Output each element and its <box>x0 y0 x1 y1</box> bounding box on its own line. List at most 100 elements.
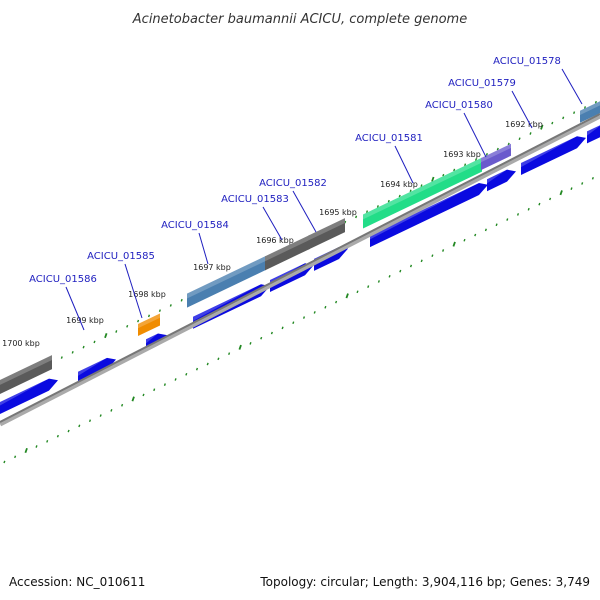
feature-gray-body <box>265 234 310 271</box>
ruler-tick <box>549 197 552 201</box>
feature-steelblue-body <box>580 101 600 123</box>
kbp-label: 1700 kbp <box>2 339 40 348</box>
ruler-tick <box>496 147 499 151</box>
ruler-tick <box>142 393 145 397</box>
feature-gray[interactable] <box>0 355 52 399</box>
gene-label[interactable]: ACICU_01585 <box>87 251 155 262</box>
gene-label[interactable]: ACICU_01583 <box>221 194 289 205</box>
feature-gray-highlight <box>265 234 310 262</box>
ruler-tick <box>46 440 49 443</box>
ruler-tick <box>185 372 188 376</box>
ruler-tick <box>452 241 456 247</box>
gene-leader-line <box>124 263 143 319</box>
gene-label[interactable]: ACICU_01580 <box>425 100 493 111</box>
cds-arrow-highlight <box>146 329 158 344</box>
ruler-tick <box>180 298 183 302</box>
feature-green[interactable] <box>363 157 482 229</box>
ruler-tick <box>260 336 263 340</box>
ruler-tick <box>206 362 209 366</box>
ruler-tick <box>137 319 140 323</box>
ruler-tick <box>506 218 509 221</box>
gene-leader-line <box>65 286 85 331</box>
cds-arrow[interactable] <box>521 131 586 175</box>
ruler-tick <box>420 184 423 187</box>
cds-arrow-body <box>521 136 586 175</box>
feature-gray-body <box>308 218 345 250</box>
ruler-tick <box>583 106 587 109</box>
ruler-tick <box>3 460 6 464</box>
ruler-tick <box>507 142 510 146</box>
ruler-tick <box>324 305 327 309</box>
ruler-tick <box>484 228 487 232</box>
ruler-tick <box>131 396 135 402</box>
ruler-tick <box>67 429 70 433</box>
ruler-tick <box>540 124 544 130</box>
ruler-tick <box>270 331 273 335</box>
ruler-tick <box>60 356 63 359</box>
ruler-tick <box>345 293 349 299</box>
ruler-tick <box>158 309 161 312</box>
gene-label[interactable]: ACICU_01582 <box>259 178 327 189</box>
ruler-tick <box>249 342 252 345</box>
ruler-tick <box>24 447 28 454</box>
ruler-tick <box>82 345 85 349</box>
gene-label[interactable]: ACICU_01586 <box>29 274 97 285</box>
cds-arrow[interactable] <box>587 119 600 144</box>
ruler-tick <box>573 111 576 115</box>
gene-label[interactable]: ACICU_01581 <box>355 133 423 144</box>
ruler-tick <box>516 213 520 216</box>
backbone-line <box>0 113 600 423</box>
ruler-tick <box>529 132 532 135</box>
kbp-label: 1693 kbp <box>443 150 481 159</box>
ruler-tick <box>335 300 338 304</box>
gene-label[interactable]: ACICU_01584 <box>161 220 229 231</box>
ruler-tick <box>474 233 477 237</box>
feature-gray[interactable] <box>265 234 310 271</box>
feature-orange-body <box>138 313 160 337</box>
ruler-tick <box>281 326 284 330</box>
ruler-tick <box>228 352 231 356</box>
gene-leader-line <box>198 232 209 265</box>
cds-arrow-body <box>487 169 516 192</box>
cds-arrow[interactable] <box>487 165 516 192</box>
map-title: Acinetobacter baumannii ACICU, complete … <box>132 12 467 27</box>
cds-arrow-highlight <box>193 279 261 321</box>
ruler-tick <box>56 434 59 438</box>
feature-gray-highlight <box>0 355 52 385</box>
ruler-tick <box>474 158 478 161</box>
cds-arrow-body <box>0 378 58 414</box>
cds-arrow-highlight <box>587 121 600 136</box>
cds-arrow-body <box>314 246 348 271</box>
ruler-tick <box>399 269 402 273</box>
gene-label[interactable]: ACICU_01578 <box>493 56 561 67</box>
feature-orange[interactable] <box>138 313 160 337</box>
kbp-label: 1692 kbp <box>505 120 543 129</box>
ruler-tick <box>518 137 521 141</box>
feature-green-highlight <box>363 157 482 220</box>
kbp-label: 1697 kbp <box>193 263 231 272</box>
ruler-tick <box>163 383 166 386</box>
gene-leader-line <box>561 68 583 105</box>
gene-leader-line <box>511 90 533 129</box>
ruler-tick <box>409 189 412 193</box>
ruler-tick <box>104 333 108 339</box>
cds-arrow[interactable] <box>0 374 58 419</box>
feature-steelblue[interactable] <box>187 255 266 308</box>
backbone-shadow <box>0 113 600 427</box>
feature-gray[interactable] <box>308 218 345 250</box>
cds-arrow-body <box>370 183 488 248</box>
feature-steelblue[interactable] <box>580 96 600 123</box>
ruler-tick <box>313 311 316 314</box>
ruler-tick <box>581 182 584 185</box>
ruler-tick <box>356 290 359 294</box>
gene-label[interactable]: ACICU_01579 <box>448 78 516 89</box>
ruler-tick <box>153 388 156 392</box>
feature-purple[interactable] <box>481 143 511 171</box>
feature-gray-body <box>0 355 52 394</box>
cds-arrow-highlight <box>521 131 577 168</box>
ruler-tick <box>238 344 242 350</box>
ruler-tick <box>174 378 177 381</box>
ruler-tick <box>431 176 435 182</box>
kbp-label: 1696 kbp <box>256 236 294 245</box>
ruler-tick <box>195 367 199 371</box>
